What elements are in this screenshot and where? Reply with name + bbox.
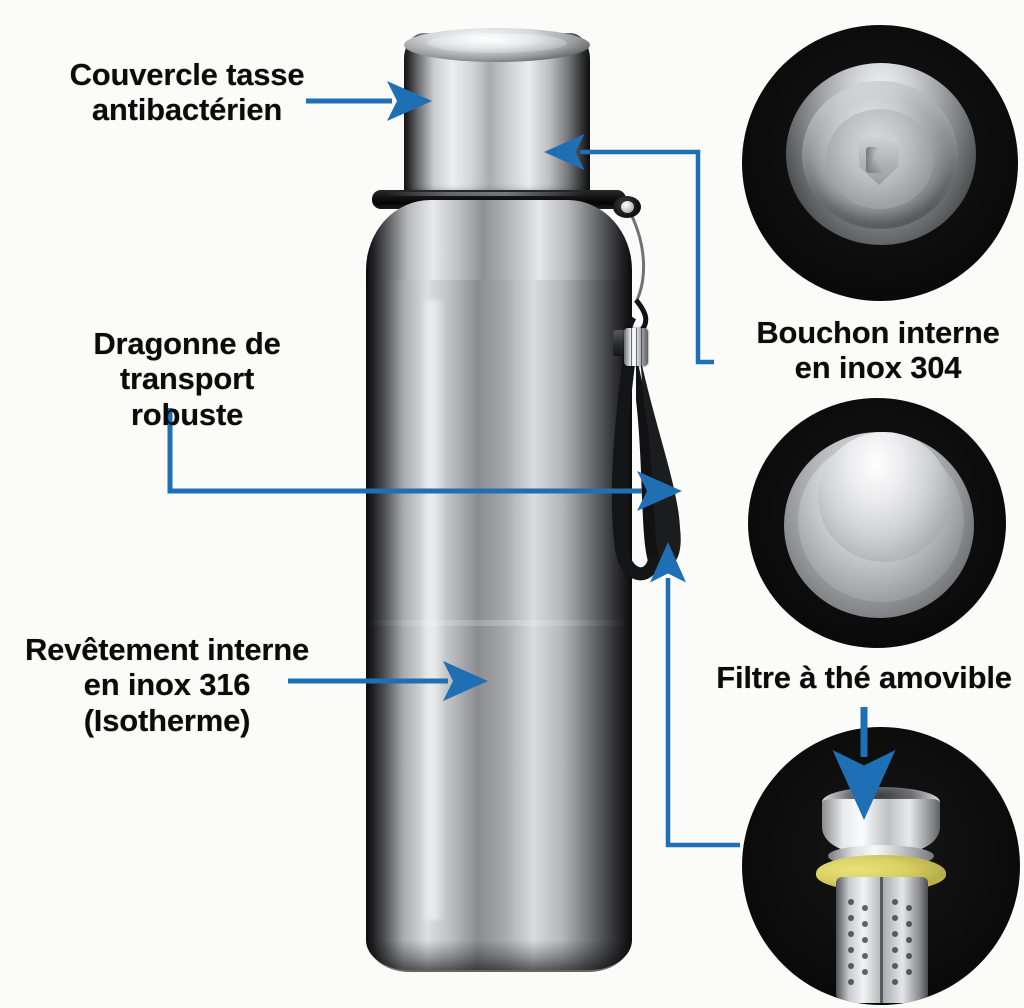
inset-stopper — [748, 398, 1006, 648]
callout-label-bouchon-interne: Bouchon interne en inox 304 — [756, 315, 1000, 386]
callout-label-filtre-a-the: Filtre à thé amovible — [716, 660, 1012, 695]
stopper-dome — [818, 432, 950, 562]
cup-lid-highlight — [427, 33, 567, 53]
bottle-body-highlight — [420, 300, 446, 920]
bottle-base — [370, 940, 628, 972]
bottle-body-band — [366, 620, 632, 626]
strap-ring — [621, 201, 634, 213]
shield-emblem-engraving — [866, 147, 892, 173]
lid-collar-highlight — [386, 192, 586, 196]
strap-cinch-clip — [624, 328, 648, 366]
inset-inner-cap — [742, 25, 1018, 301]
bottle-body — [366, 280, 632, 970]
callout-label-couvercle-tasse: Couvercle tasse antibactérien — [69, 57, 305, 128]
inset-tea-filter — [742, 727, 1020, 1005]
callout-label-revetement-interne: Revêtement interne en inox 316 (Isotherm… — [24, 632, 310, 738]
callout-label-dragonne: Dragonne de transport robuste — [93, 326, 281, 432]
tea-filter-seam — [880, 877, 883, 1003]
